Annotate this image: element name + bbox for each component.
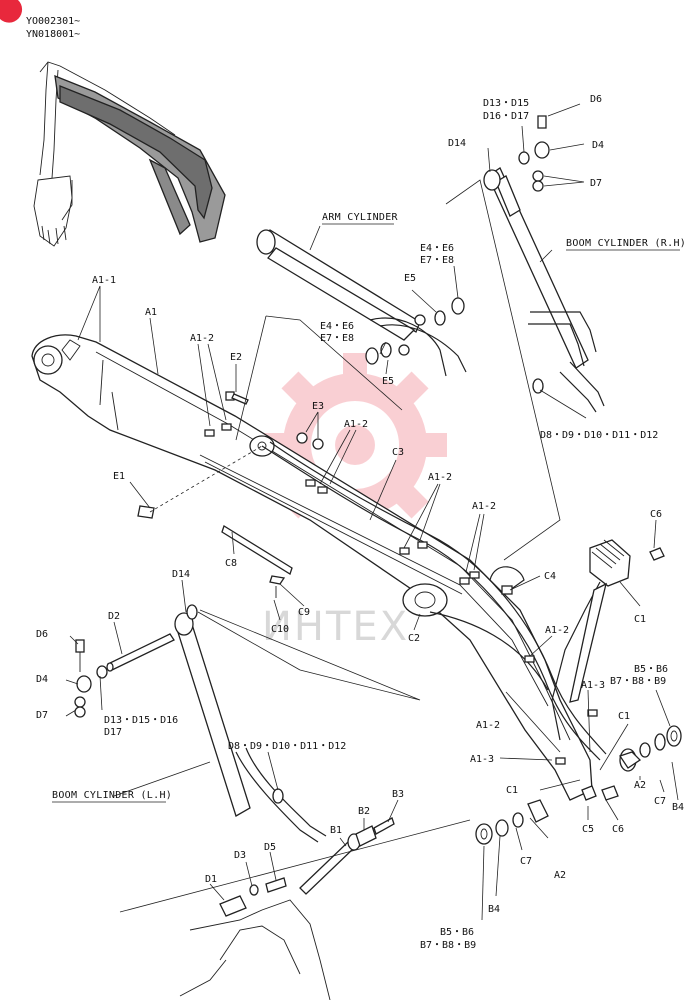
label-d17-left: D17	[104, 727, 122, 738]
part-labels: A1-1 A1 A1-2 E2 E3 E1 A1-2 C3 A1-2 A1-2 …	[36, 94, 684, 951]
label-a1-3-a: A1-3	[581, 680, 605, 691]
label-b4-b: B4	[488, 904, 500, 915]
fitting-c4	[501, 585, 513, 595]
pivot-bushing-left	[475, 799, 549, 845]
label-e3: E3	[312, 401, 324, 412]
label-d1: D1	[205, 874, 217, 885]
arm-cylinder	[256, 229, 467, 377]
plate-b2	[355, 825, 377, 847]
label-b4-a: B4	[672, 802, 684, 813]
serial-2: YN018001~	[26, 29, 80, 40]
label-d4-top: D4	[592, 140, 604, 151]
label-a1-2-c: A1-2	[428, 472, 452, 483]
label-c10: C10	[271, 624, 289, 635]
label-a2-a: A2	[634, 780, 646, 791]
label-d8-left: D8・D9・D10・D11・D12	[228, 741, 346, 752]
label-c8: C8	[225, 558, 237, 569]
label-c2: C2	[408, 633, 420, 644]
label-a1-2-f: A1-2	[476, 720, 500, 731]
pin-d2	[106, 633, 175, 672]
boom-cylinder-rh	[483, 167, 605, 413]
label-e4-mid: E4・E6	[320, 321, 354, 332]
label-c7-a: C7	[654, 796, 666, 807]
label-a1-1: A1-1	[92, 275, 116, 286]
label-c1-a: C1	[618, 711, 630, 722]
label-e2: E2	[230, 352, 242, 363]
c1-drawing-stick	[569, 582, 607, 703]
label-c9: C9	[298, 607, 310, 618]
corner-badge	[0, 0, 23, 23]
label-d6-top: D6	[590, 94, 602, 105]
label-a1-2-e: A1-2	[545, 625, 569, 636]
label-d4-left: D4	[36, 674, 48, 685]
leader-lines	[65, 103, 679, 921]
a1-2-brackets	[204, 423, 598, 765]
top-hardware-d4-d6-d7	[518, 115, 550, 192]
label-e1: E1	[113, 471, 125, 482]
label-b3: B3	[392, 789, 404, 800]
washer-e3	[296, 432, 324, 450]
label-c7-b: C7	[520, 856, 532, 867]
bolt-e2	[225, 391, 249, 405]
label-d14-top: D14	[448, 138, 466, 149]
label-b1: B1	[330, 825, 342, 836]
label-d7-left: D7	[36, 710, 48, 721]
label-d6-left: D6	[36, 629, 48, 640]
label-a2-b: A2	[554, 870, 566, 881]
clip-c9	[269, 575, 286, 598]
label-e5-top: E5	[404, 273, 416, 284]
bottom-frame	[179, 877, 331, 1000]
label-e4-top: E4・E6	[420, 243, 454, 254]
label-d14-left: D14	[172, 569, 190, 580]
watermark-text: ИНТЕХ	[262, 604, 409, 650]
bar-c8	[221, 525, 293, 575]
connector-c1	[551, 539, 631, 741]
label-b5-b6-top: B5・B6	[634, 664, 668, 675]
label-e7-top: E7・E8	[420, 255, 454, 266]
label-d5: D5	[264, 842, 276, 853]
label-b2: B2	[358, 806, 370, 817]
label-c3: C3	[392, 447, 404, 458]
boom-cylinder-rh-title: BOOM CYLINDER (R.H)	[566, 238, 686, 249]
label-c1-b: C1	[506, 785, 518, 796]
boom-cylinder-lh	[174, 604, 327, 843]
serial-1: YO002301~	[26, 16, 80, 27]
label-e7-mid: E7・E8	[320, 333, 354, 344]
excavator-inset-illustration	[33, 61, 226, 247]
arm-cylinder-title: ARM CYLINDER	[322, 212, 399, 223]
label-d13-top: D13・D15	[483, 98, 529, 109]
label-a1-2-a: A1-2	[190, 333, 214, 344]
washer-e4-mid	[365, 342, 392, 365]
left-hardware-d4-d6-d7	[74, 639, 108, 718]
label-a1-3-b: A1-3	[470, 754, 494, 765]
assembly-outlines	[119, 179, 561, 913]
bolt-b3	[373, 817, 395, 835]
washer-e4-top	[434, 297, 465, 326]
pin-e1	[137, 445, 263, 519]
label-a1-2-b: A1-2	[344, 419, 368, 430]
label-d2: D2	[108, 611, 120, 622]
label-d13-left: D13・D15・D16	[104, 715, 178, 726]
label-c6-b: C6	[612, 824, 624, 835]
label-c5: C5	[582, 824, 594, 835]
pivot-bushing-right	[618, 725, 682, 772]
pin-b1	[299, 833, 361, 895]
label-b7-b8-b9-top: B7・B8・B9	[610, 676, 666, 687]
label-a1-2-d: A1-2	[472, 501, 496, 512]
label-e5-mid: E5	[382, 376, 394, 387]
label-b5-b6-bottom: B5・B6	[440, 927, 474, 938]
label-d3: D3	[234, 850, 246, 861]
fittings-c5-c6	[581, 785, 619, 801]
boom-cylinder-lh-title: BOOM CYLINDER (L.H)	[52, 790, 172, 801]
label-b7-b8-b9-bottom: B7・B8・B9	[420, 940, 476, 951]
label-d16-top: D16・D17	[483, 111, 529, 122]
label-d7-top: D7	[590, 178, 602, 189]
label-a1: A1	[145, 307, 157, 318]
label-d8-top: D8・D9・D10・D11・D12	[540, 430, 658, 441]
fitting-c6-top	[649, 547, 665, 561]
label-c6-a: C6	[650, 509, 662, 520]
label-c1-c: C1	[634, 614, 646, 625]
label-c4: C4	[544, 571, 556, 582]
